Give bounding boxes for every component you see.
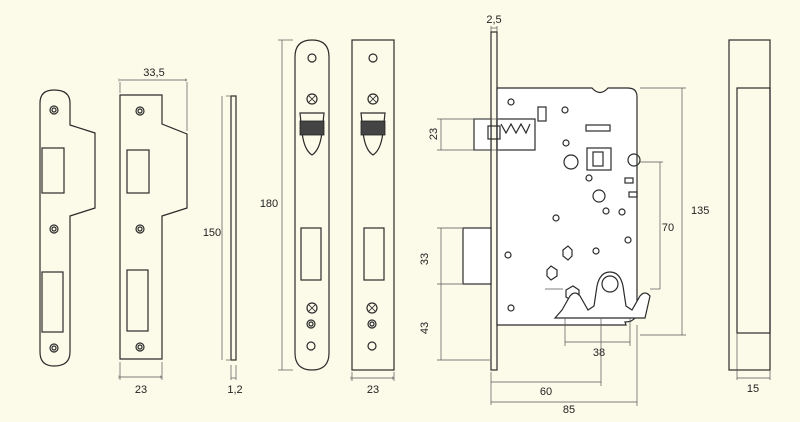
dim-cylinder-height: 43 bbox=[419, 322, 431, 334]
dim-center-distance: 70 bbox=[662, 222, 674, 234]
dim-forend-height: 180 bbox=[260, 198, 278, 210]
dim-deadbolt-height: 33 bbox=[419, 253, 431, 265]
strike-plate-square: 33,5 23 bbox=[120, 67, 188, 396]
dim-cylinder-width: 38 bbox=[593, 347, 605, 359]
dim-body-height: 135 bbox=[691, 205, 709, 217]
forend-rounded: 180 bbox=[260, 39, 330, 371]
forend-square: 23 bbox=[352, 39, 395, 396]
strike-plate-rounded bbox=[39, 89, 96, 367]
dim-strike-width: 33,5 bbox=[143, 67, 164, 79]
plate-side-profile: 150 1,2 bbox=[203, 95, 243, 396]
dim-strike-bottom: 23 bbox=[135, 384, 147, 396]
dim-forend-width: 23 bbox=[367, 384, 379, 396]
lock-body: 2,5 23 bbox=[419, 14, 709, 416]
dim-forend-thickness: 2,5 bbox=[486, 14, 501, 26]
dim-backset: 60 bbox=[540, 386, 552, 398]
dim-plate-thickness: 1,2 bbox=[227, 384, 242, 396]
dim-side-width: 15 bbox=[747, 383, 759, 395]
dim-body-depth: 85 bbox=[563, 404, 575, 416]
dim-latch-height: 23 bbox=[428, 128, 440, 140]
dim-plate-height: 150 bbox=[203, 227, 221, 239]
lock-side-view: 15 bbox=[728, 39, 771, 395]
